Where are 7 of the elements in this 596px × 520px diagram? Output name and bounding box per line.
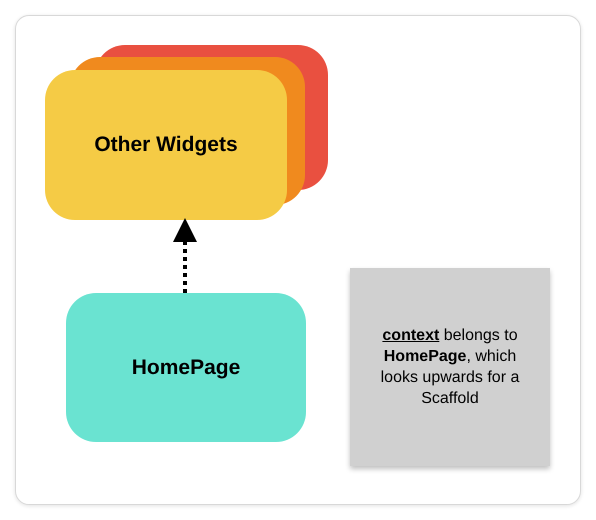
node-label: HomePage [132,356,240,380]
widget-card [45,70,287,220]
arrow [173,218,197,293]
note-text: context belongs to HomePage, which looks upwards for a Scaffold [380,326,520,409]
node-label: Other Widgets [94,133,238,157]
note-card [350,268,550,466]
page-card [66,293,306,442]
